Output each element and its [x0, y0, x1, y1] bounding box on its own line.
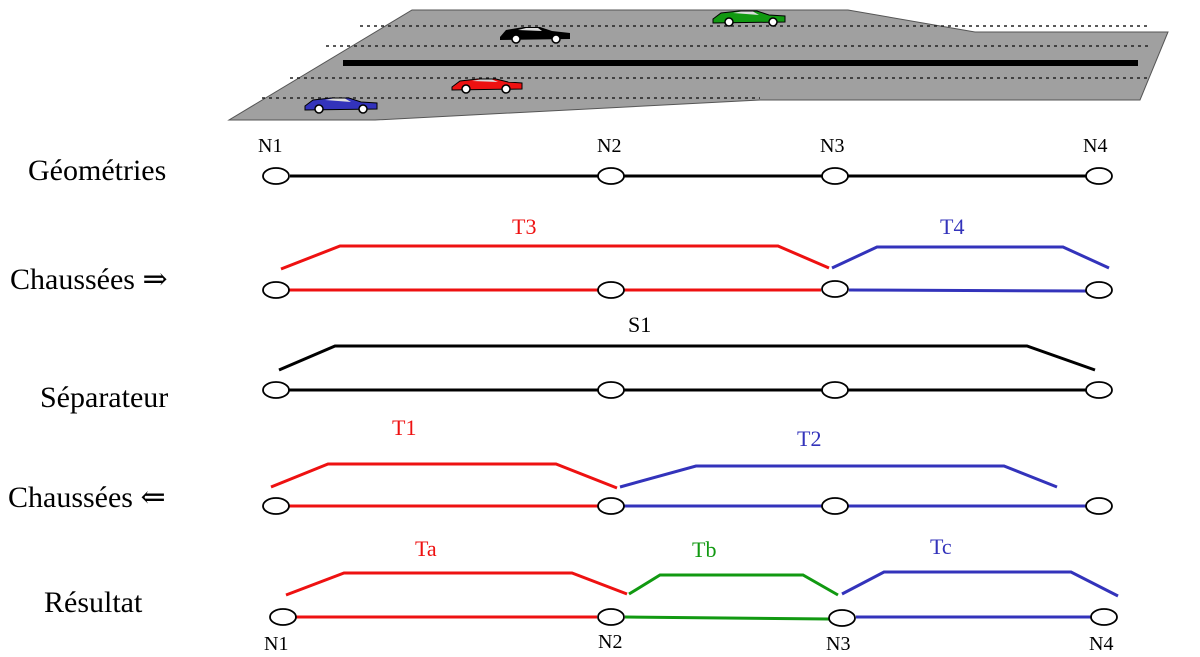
- node-n4: [1085, 497, 1113, 515]
- node-n3: [821, 280, 849, 298]
- node-n1: [269, 608, 297, 626]
- t4-link: [848, 288, 1087, 293]
- node-n3: [821, 167, 849, 185]
- row-chaussees-forward: T3 T4: [262, 214, 1113, 299]
- green-car-icon: [712, 10, 786, 27]
- s1-span: [278, 344, 1096, 372]
- row-separateur: S1: [262, 312, 1113, 399]
- node-n2: [597, 381, 625, 399]
- tc-span: [841, 570, 1119, 598]
- label-t3: T3: [512, 214, 536, 239]
- row-label-chaussees-forward: Chaussées ⇒: [10, 263, 168, 296]
- node-label-n2-bottom: N2: [598, 631, 622, 653]
- node-n4: [1085, 381, 1113, 399]
- node-n1: [262, 281, 290, 299]
- label-tb: Tb: [692, 537, 716, 562]
- ta-span: [285, 571, 628, 597]
- blue-car-icon: [304, 97, 378, 114]
- row-resultat: Ta Tb Tc: [269, 534, 1119, 627]
- label-ta: Ta: [415, 536, 437, 561]
- node-n3: [821, 497, 849, 515]
- t2-span: [619, 464, 1058, 489]
- row-label-chaussees-backward: Chaussées ⇐: [8, 481, 166, 514]
- row-label-separateur: Séparateur: [40, 381, 168, 414]
- node-label-n4-bottom: N4: [1089, 633, 1113, 655]
- label-t2: T2: [797, 426, 821, 451]
- t1-span: [270, 462, 618, 490]
- node-n2: [597, 167, 625, 185]
- node-n3: [828, 609, 856, 627]
- node-label-n3-top: N3: [820, 135, 844, 157]
- node-label-n3-bottom: N3: [826, 633, 850, 655]
- node-n1: [262, 167, 290, 185]
- tb-link: [624, 615, 830, 621]
- row-chaussees-backward: T1 T2: [262, 415, 1113, 515]
- node-n2: [597, 281, 625, 299]
- label-t4: T4: [940, 214, 964, 239]
- road-illustration: [227, 9, 1169, 121]
- row-label-resultat: Résultat: [44, 586, 143, 619]
- node-label-n4-top: N4: [1083, 135, 1107, 157]
- label-tc: Tc: [930, 534, 952, 559]
- node-label-n1-bottom: N1: [264, 633, 288, 655]
- node-n2: [597, 608, 625, 626]
- node-n1: [262, 497, 290, 515]
- label-t1: T1: [392, 415, 416, 440]
- node-label-n1-top: N1: [258, 135, 282, 157]
- t4-span: [831, 245, 1110, 270]
- t3-span: [280, 244, 830, 271]
- node-n2: [597, 497, 625, 515]
- node-n1: [262, 381, 290, 399]
- row-label-geometries: Géométries: [28, 154, 166, 187]
- node-n4: [1085, 167, 1113, 185]
- node-n4: [1085, 281, 1113, 299]
- node-label-n2-top: N2: [597, 135, 621, 157]
- red-car-icon: [451, 78, 523, 94]
- node-n3: [821, 381, 849, 399]
- tb-span: [628, 573, 839, 597]
- row-geometries: [262, 167, 1113, 185]
- node-n4: [1090, 608, 1118, 626]
- black-car-icon: [500, 27, 570, 44]
- label-s1: S1: [628, 312, 651, 337]
